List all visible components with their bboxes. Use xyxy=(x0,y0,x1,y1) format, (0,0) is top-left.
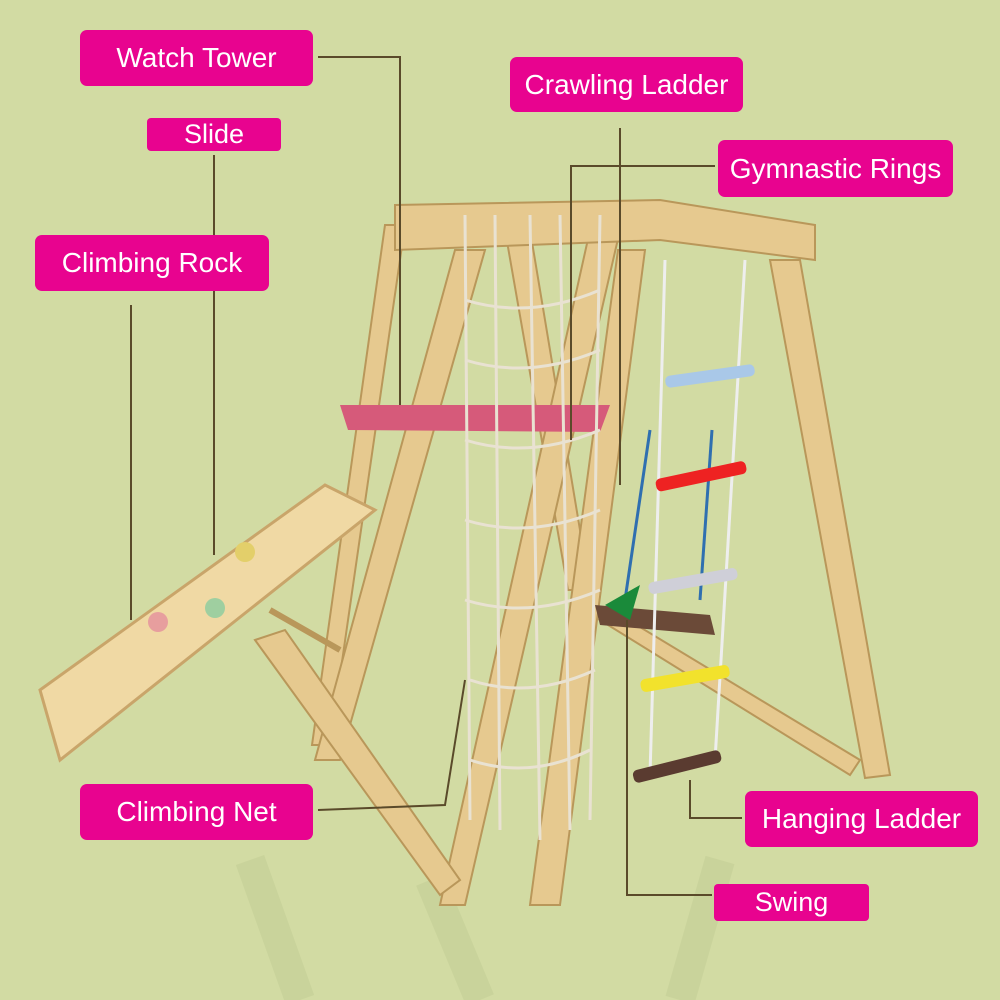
reflection xyxy=(235,854,735,1000)
label-crawling-ladder: Crawling Ladder xyxy=(510,57,743,112)
climbing-rock-hold xyxy=(148,612,168,632)
watch-tower-platform xyxy=(340,405,610,432)
label-climbing-rock: Climbing Rock xyxy=(35,235,269,291)
hanging-ladder xyxy=(632,259,755,783)
label-hanging-ladder: Hanging Ladder xyxy=(745,791,978,847)
leader-hanging-ladder xyxy=(689,780,742,819)
label-climbing-net: Climbing Net xyxy=(80,784,313,840)
leader-swing xyxy=(626,620,712,896)
climbing-rock-hold xyxy=(205,598,225,618)
label-gymnastic-rings: Gymnastic Rings xyxy=(718,140,953,197)
label-slide: Slide xyxy=(147,118,281,151)
leader-watch-tower xyxy=(318,56,401,405)
label-watch-tower: Watch Tower xyxy=(80,30,313,86)
leader-gymnastic-rings xyxy=(570,165,715,440)
label-swing: Swing xyxy=(714,884,869,921)
climbing-net xyxy=(463,214,602,841)
slide xyxy=(38,483,378,763)
leader-climbing-net xyxy=(317,679,466,811)
climbing-rock-hold xyxy=(235,542,255,562)
leader-lines xyxy=(130,56,742,896)
